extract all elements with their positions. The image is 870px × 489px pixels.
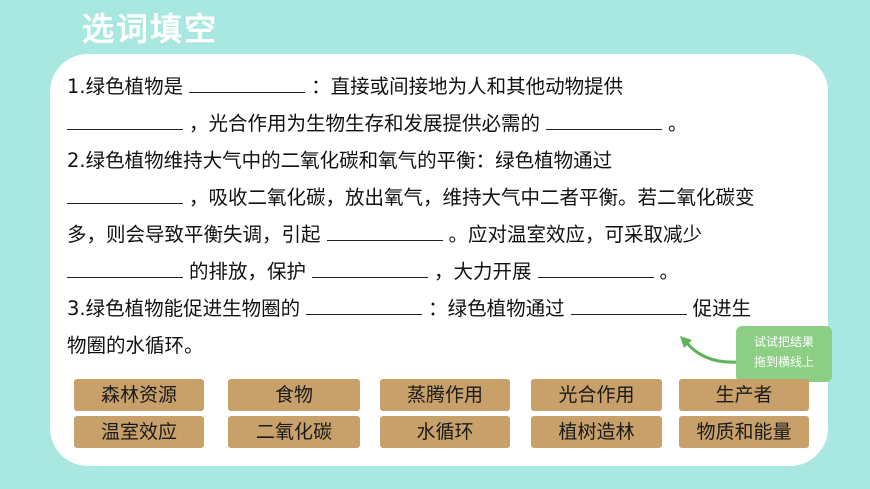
answer-blank[interactable] (546, 111, 663, 130)
question-line-4: ，吸收二氧化碳，放出氧气，维持大气中二者平衡。若二氧化碳变 (67, 179, 837, 216)
option-chip[interactable]: 生产者 (679, 379, 809, 411)
answer-blank[interactable] (67, 185, 183, 204)
question-text: 1.绿色植物是：直接或间接地为人和其他动物提供 ，光合作用为生物生存和发展提供必… (67, 68, 837, 364)
question-line-7: 3.绿色植物能促进生物圈的：绿色植物通过促进生 (67, 296, 752, 320)
answer-blank[interactable] (326, 222, 443, 241)
option-chip[interactable]: 食物 (228, 379, 360, 411)
answer-blank[interactable] (306, 296, 423, 315)
option-chip[interactable]: 水循环 (380, 416, 510, 448)
question-line-6: 的排放，保护，大力开展。 (67, 253, 837, 290)
page-title: 选词填空 (82, 10, 219, 48)
option-chip[interactable]: 温室效应 (74, 416, 204, 448)
answer-blank[interactable] (67, 259, 183, 278)
option-chip[interactable]: 植树造林 (531, 416, 662, 448)
option-chip[interactable]: 二氧化碳 (228, 416, 360, 448)
answer-blank[interactable] (312, 259, 429, 278)
question-line-5: 多，则会导致平衡失调，引起。应对温室效应，可采取减少 (67, 222, 703, 246)
question-line-8: 物圈的水循环。 (67, 334, 204, 357)
option-chip[interactable]: 森林资源 (74, 379, 204, 411)
option-chip[interactable]: 蒸腾作用 (380, 379, 510, 411)
question-line-2: ，光合作用为生物生存和发展提供必需的。 (67, 105, 837, 142)
answer-blank[interactable] (67, 111, 183, 130)
option-chip[interactable]: 物质和能量 (679, 416, 809, 448)
option-chip[interactable]: 光合作用 (531, 379, 662, 411)
question-line-3: 2.绿色植物维持大气中的二氧化碳和氧气的平衡：绿色植物通过 (67, 149, 613, 172)
curved-arrow-icon (680, 336, 739, 364)
answer-blank[interactable] (189, 74, 306, 93)
answer-blank[interactable] (537, 259, 654, 278)
hint-bubble: 试试把结果 拖到横线上 (736, 326, 832, 382)
question-line-1: 1.绿色植物是：直接或间接地为人和其他动物提供 (67, 74, 624, 98)
answer-blank[interactable] (570, 296, 687, 315)
